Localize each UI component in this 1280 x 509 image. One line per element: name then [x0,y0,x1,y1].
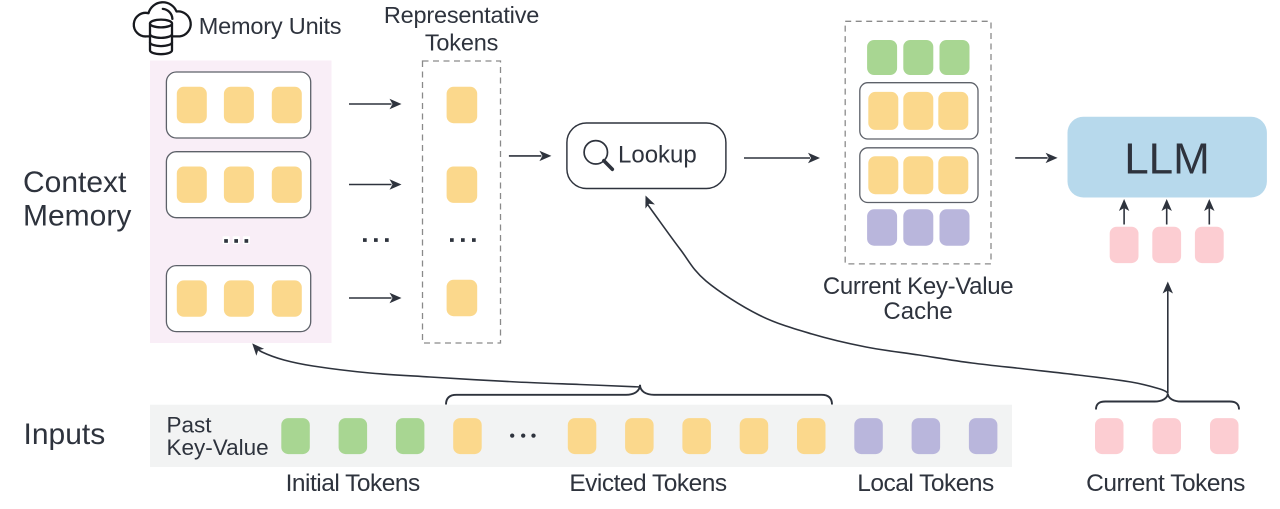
svg-text:Memory: Memory [23,200,131,233]
svg-text:Inputs: Inputs [24,418,106,451]
svg-text:Lookup: Lookup [618,142,697,169]
svg-text:Current Tokens: Current Tokens [1086,470,1245,497]
svg-text:Context: Context [23,166,127,199]
svg-text:Representative: Representative [384,2,539,28]
svg-text:Tokens: Tokens [425,30,498,56]
svg-text:Current Key-Value: Current Key-Value [823,273,1014,300]
svg-text:Initial Tokens: Initial Tokens [286,470,420,497]
svg-text:LLM: LLM [1124,135,1210,184]
svg-text:Evicted Tokens: Evicted Tokens [569,470,727,497]
svg-text:Local Tokens: Local Tokens [857,470,994,497]
svg-text:Cache: Cache [883,298,952,325]
svg-text:Key-Value: Key-Value [167,435,269,460]
svg-text:Memory Units: Memory Units [199,13,342,39]
svg-text:Past: Past [167,412,213,437]
